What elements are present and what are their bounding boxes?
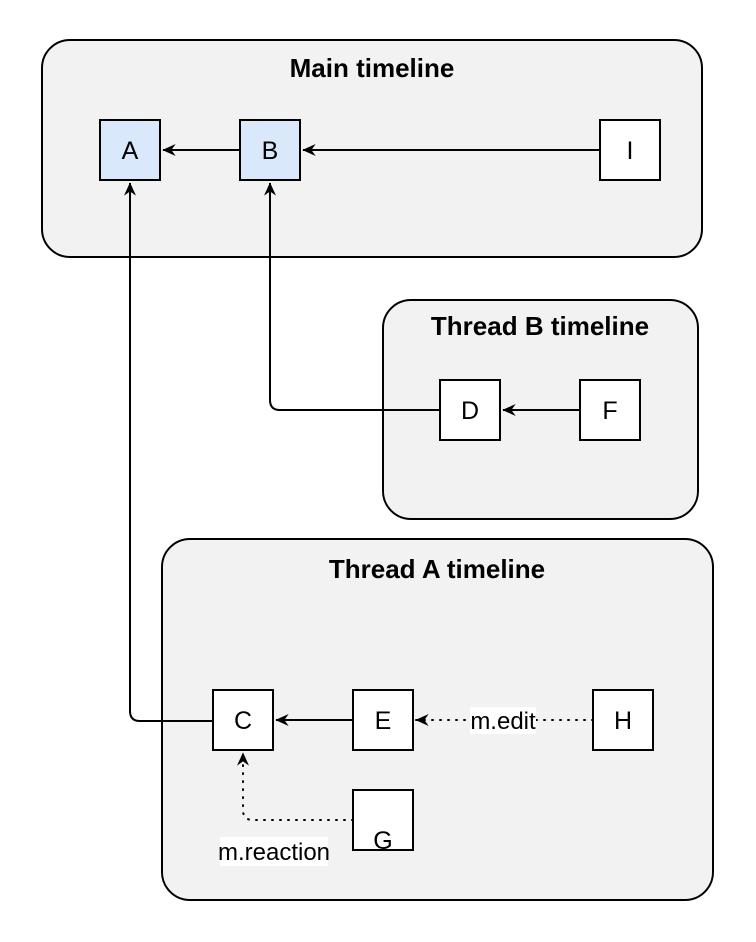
- node-c-label: C: [234, 707, 252, 735]
- thread-a-timeline-box: [161, 538, 714, 901]
- node-c: C: [212, 689, 274, 751]
- node-i: I: [599, 119, 661, 181]
- edge-label-m-edit-bg: [470, 707, 536, 734]
- node-e-box: [352, 689, 414, 751]
- node-f: F: [579, 379, 641, 441]
- node-b-box: [239, 119, 301, 181]
- edge-label-m-edit: m.edit: [470, 707, 536, 735]
- edge-label-m-reaction-bg: [220, 837, 328, 866]
- container-main-timeline: Main timeline: [41, 39, 703, 258]
- node-h-label: H: [614, 707, 632, 735]
- node-d: D: [439, 379, 501, 441]
- node-b-label: B: [262, 137, 279, 165]
- edge-c-to-a: [124, 182, 213, 722]
- node-d-box: [439, 379, 501, 441]
- edge-label-m-reaction-text: m.reaction: [218, 839, 330, 866]
- node-e: E: [352, 689, 414, 751]
- node-h-box: [592, 689, 654, 751]
- node-a-label: A: [122, 137, 139, 165]
- node-g-label: G: [373, 827, 392, 855]
- thread-a-timeline-title: Thread A timeline: [329, 554, 545, 584]
- node-a-box: [99, 119, 161, 181]
- edge-d-to-b: [264, 182, 440, 411]
- node-c-box: [212, 689, 274, 751]
- main-timeline-title: Main timeline: [290, 53, 455, 83]
- node-e-label: E: [375, 707, 392, 735]
- node-g-box: [352, 789, 414, 851]
- node-b: B: [239, 119, 301, 181]
- node-h: H: [592, 689, 654, 751]
- node-f-box: [579, 379, 641, 441]
- thread-b-timeline-title: Thread B timeline: [431, 311, 649, 341]
- edge-label-m-edit-text: m.edit: [470, 708, 536, 735]
- node-i-label: I: [627, 137, 634, 165]
- node-f-label: F: [602, 397, 617, 425]
- main-timeline-box: [41, 39, 703, 258]
- container-thread-a-timeline: Thread A timeline: [161, 538, 714, 901]
- node-d-label: D: [461, 397, 479, 425]
- node-i-box: [599, 119, 661, 181]
- edge-label-m-reaction: m.reaction: [218, 837, 330, 866]
- node-a: A: [99, 119, 161, 181]
- node-g: G: [352, 789, 414, 855]
